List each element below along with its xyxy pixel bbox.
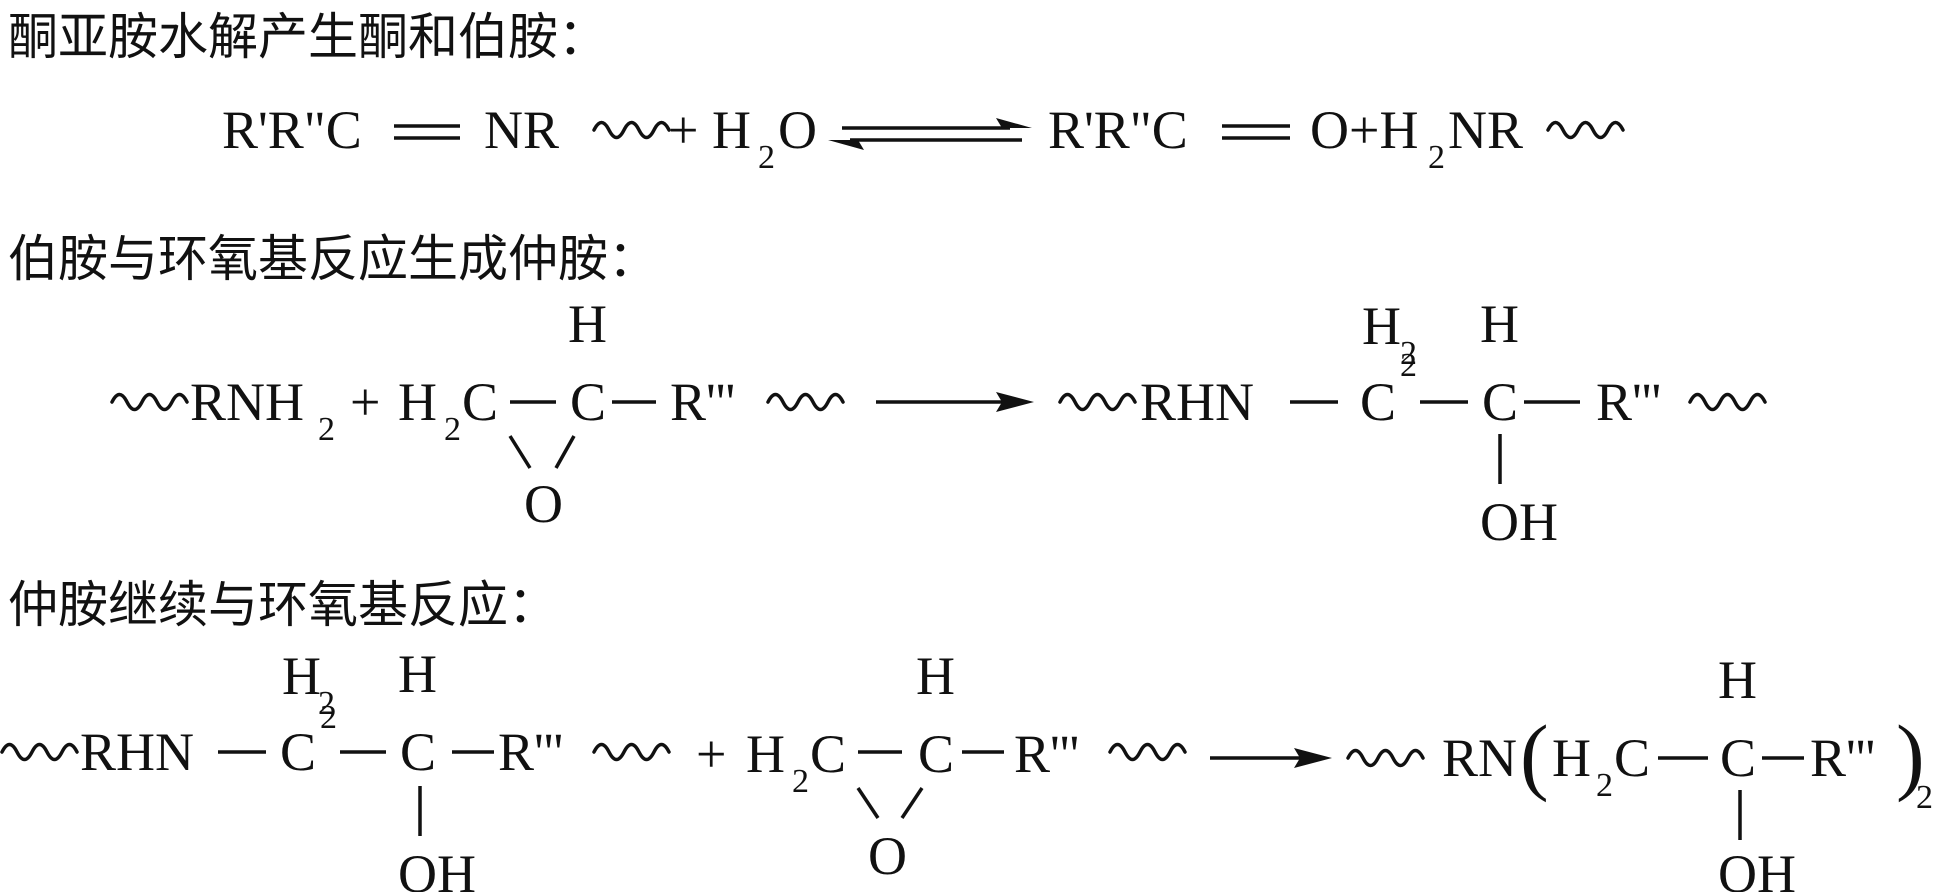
- p-oh-label: OH: [1718, 844, 1796, 892]
- wavy-chain-bond: [1546, 120, 1625, 140]
- ch2-h-label: H: [282, 646, 321, 706]
- reaction-arrowhead: [996, 392, 1034, 412]
- epoxide-h-label: H: [916, 646, 955, 706]
- imine-nr-label: NR: [484, 100, 559, 160]
- epoxide-o-label: O: [868, 826, 907, 886]
- ch2-c-superscript: 2: [320, 699, 337, 736]
- h2c-c-label: C: [462, 372, 498, 432]
- forward-arrowhead: [996, 118, 1032, 128]
- amine-nr-label: NR: [1448, 100, 1523, 160]
- ketone-label: R'R"C: [1048, 100, 1188, 160]
- reaction-arrowhead: [1294, 748, 1332, 768]
- equation-primary-amine-epoxy: RNH 2 + H 2 C H C R''' O RHN H 2 C 2 H C…: [110, 294, 1767, 552]
- ep-h2c-h-label: H: [746, 724, 785, 784]
- wavy-chain-bond: [766, 392, 845, 412]
- r-triple-prime-label: R''': [1596, 372, 1661, 432]
- epoxide-o-label: O: [524, 474, 563, 534]
- oh-label: OH: [398, 844, 476, 892]
- amine-subscript: 2: [1428, 139, 1445, 176]
- p-r-triple-prime-label: R''': [1810, 728, 1875, 788]
- rnh2-label: RNH: [190, 372, 304, 432]
- ch-h-label: H: [1480, 294, 1519, 354]
- p-subscript: 2: [1916, 779, 1933, 816]
- r-triple-prime-label: R''': [1014, 724, 1079, 784]
- heading-ketimine-hydrolysis: 酮亚胺水解产生酮和伯胺：: [8, 8, 608, 66]
- plus-sign: +: [668, 100, 698, 160]
- epoxide-right-o-bond: [900, 787, 924, 819]
- open-parenthesis: (: [1520, 707, 1549, 803]
- ch-c-label: C: [1482, 372, 1518, 432]
- h2c-subscript: 2: [444, 411, 461, 448]
- wavy-chain-bond: [1108, 742, 1187, 762]
- ch2-h-subscript: 2: [1400, 335, 1417, 372]
- oh-label: OH: [1480, 492, 1558, 552]
- ch2-c-label: C: [1360, 372, 1396, 432]
- ch-h-label: H: [398, 644, 437, 704]
- water-subscript: 2: [758, 139, 775, 176]
- p-h2c-subscript: 2: [1596, 767, 1613, 804]
- epoxide-h-label: H: [568, 294, 607, 354]
- wavy-chain-bond: [592, 120, 671, 140]
- r-triple-prime-label: R''': [498, 722, 563, 782]
- ch2-h-label: H: [1362, 296, 1401, 356]
- ep-h2c-c-label: C: [810, 724, 846, 784]
- rn-label: RN: [1442, 728, 1517, 788]
- p-h2c-h-label: H: [1552, 728, 1591, 788]
- plus-sign: +: [696, 724, 726, 784]
- ep-h2c-subscript: 2: [792, 763, 809, 800]
- wavy-chain-bond: [1346, 748, 1425, 768]
- rhn-label: RHN: [1140, 372, 1254, 432]
- epoxide-right-o-bond: [554, 435, 576, 469]
- ketimine-label: R'R"C: [222, 100, 362, 160]
- ch2-c-superscript: 2: [1400, 347, 1417, 384]
- epoxide-c-label: C: [918, 724, 954, 784]
- ch2-c-label: C: [280, 722, 316, 782]
- rhn-label: RHN: [80, 722, 194, 782]
- heading-primary-amine-epoxy: 伯胺与环氧基反应生成仲胺：: [8, 230, 658, 288]
- ch-c-label: C: [400, 722, 436, 782]
- wavy-chain-bond: [110, 392, 189, 412]
- ch2-h-subscript: 2: [318, 685, 335, 722]
- equation-ketimine-hydrolysis: R'R"C NR + H 2 O R'R"C O+H 2 NR: [222, 100, 1625, 176]
- water-o-label: O: [778, 100, 817, 160]
- p-c-label: C: [1720, 728, 1756, 788]
- water-h-label: H: [712, 100, 751, 160]
- plus-sign: +: [350, 372, 380, 432]
- rnh2-subscript: 2: [318, 411, 335, 448]
- r-triple-prime-label: R''': [670, 372, 735, 432]
- equation-secondary-amine-epoxy: RHN H 2 C 2 H C R''' OH + H 2 C H C R'''…: [0, 644, 1933, 892]
- wavy-chain-bond: [0, 742, 79, 762]
- wavy-chain-bond: [1688, 392, 1767, 412]
- p-h2c-c-label: C: [1614, 728, 1650, 788]
- epoxide-c-label: C: [570, 372, 606, 432]
- heading-secondary-amine-epoxy: 仲胺继续与环氧基反应：: [8, 576, 558, 634]
- p-h-label: H: [1718, 650, 1757, 710]
- close-parenthesis: ): [1896, 707, 1925, 803]
- wavy-chain-bond: [1058, 392, 1137, 412]
- o-plus-h-label: O+H: [1310, 100, 1418, 160]
- wavy-chain-bond: [592, 742, 671, 762]
- epoxide-left-o-bond: [508, 435, 532, 469]
- reverse-arrowhead: [828, 140, 864, 150]
- epoxide-left-o-bond: [856, 787, 880, 819]
- h2c-h-label: H: [398, 372, 437, 432]
